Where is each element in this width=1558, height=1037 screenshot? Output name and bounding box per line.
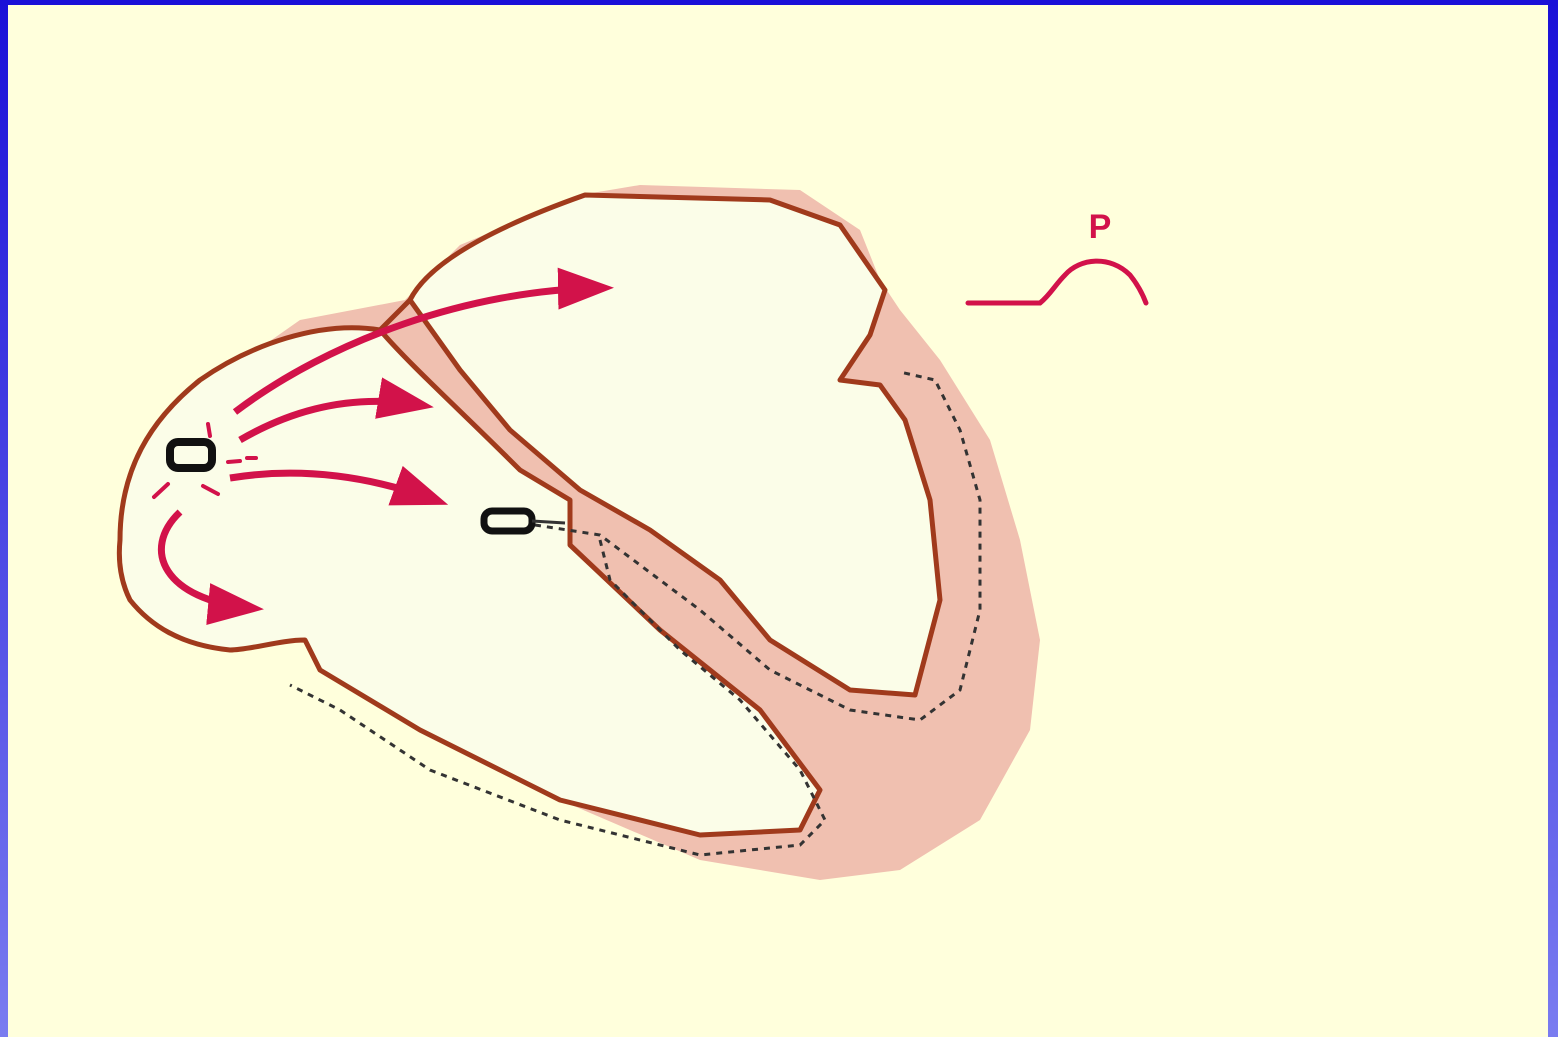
p-wave-trace [968,261,1146,303]
av-node-connector [532,521,565,523]
sa-node [170,442,212,468]
av-node [484,511,532,531]
p-wave-label: P [1089,208,1112,246]
